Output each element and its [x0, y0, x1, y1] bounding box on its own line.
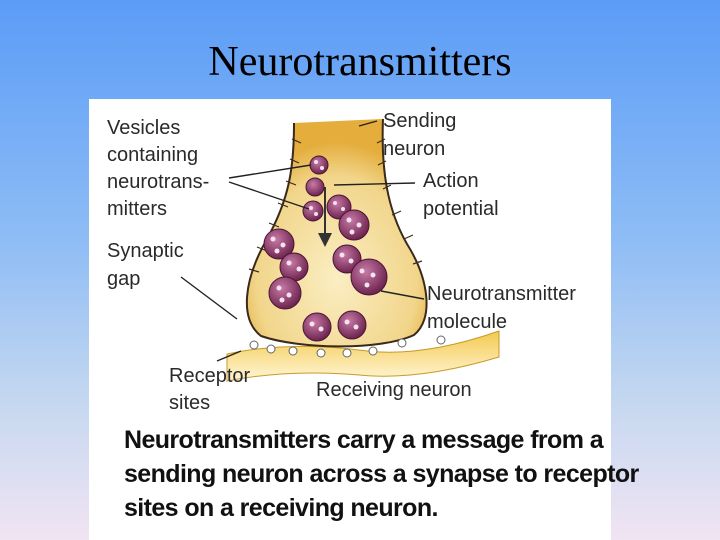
vesicle [332, 244, 362, 274]
slide-title: Neurotransmitters [208, 39, 512, 85]
figure-caption: Neurotransmitters carry a message from a… [124, 423, 639, 525]
label-vesicles: Vesicles containing neurotrans- mitters [107, 117, 215, 220]
label-neurotransmitter-molecule: Neurotransmitter molecule [427, 283, 582, 333]
label-synaptic-gap: Synaptic gap [107, 240, 189, 290]
vesicle [338, 209, 370, 241]
caption-line: Neurotransmitters carry a message from a [124, 426, 604, 454]
label-sending-neuron: Sending neuron [383, 110, 462, 160]
vesicle-molecules [270, 160, 376, 332]
synapse-figure: Vesicles containing neurotrans- mitters … [89, 99, 639, 540]
vesicle [309, 155, 329, 175]
caption-line: sites on a receiving neuron. [124, 494, 438, 522]
vesicle [302, 312, 332, 342]
caption-line: sending neuron across a synapse to recep… [124, 460, 639, 488]
label-action-potential: Action potential [423, 170, 499, 220]
vesicle [350, 258, 388, 296]
vesicle [263, 228, 295, 260]
vesicle [337, 310, 367, 340]
label-receiving-neuron: Receiving neuron [316, 379, 472, 401]
terminal-hatching [248, 138, 423, 273]
synapse-diagram: Vesicles containing neurotrans- mitters … [107, 110, 582, 414]
vesicle [305, 177, 325, 197]
leader-lines [180, 120, 425, 362]
label-receptor-sites: Receptor sites [169, 365, 256, 414]
action-potential-arrowhead [318, 233, 332, 247]
released-molecules [249, 335, 446, 358]
vesicle [302, 200, 324, 222]
vesicles [263, 155, 388, 342]
vesicle [268, 276, 302, 310]
